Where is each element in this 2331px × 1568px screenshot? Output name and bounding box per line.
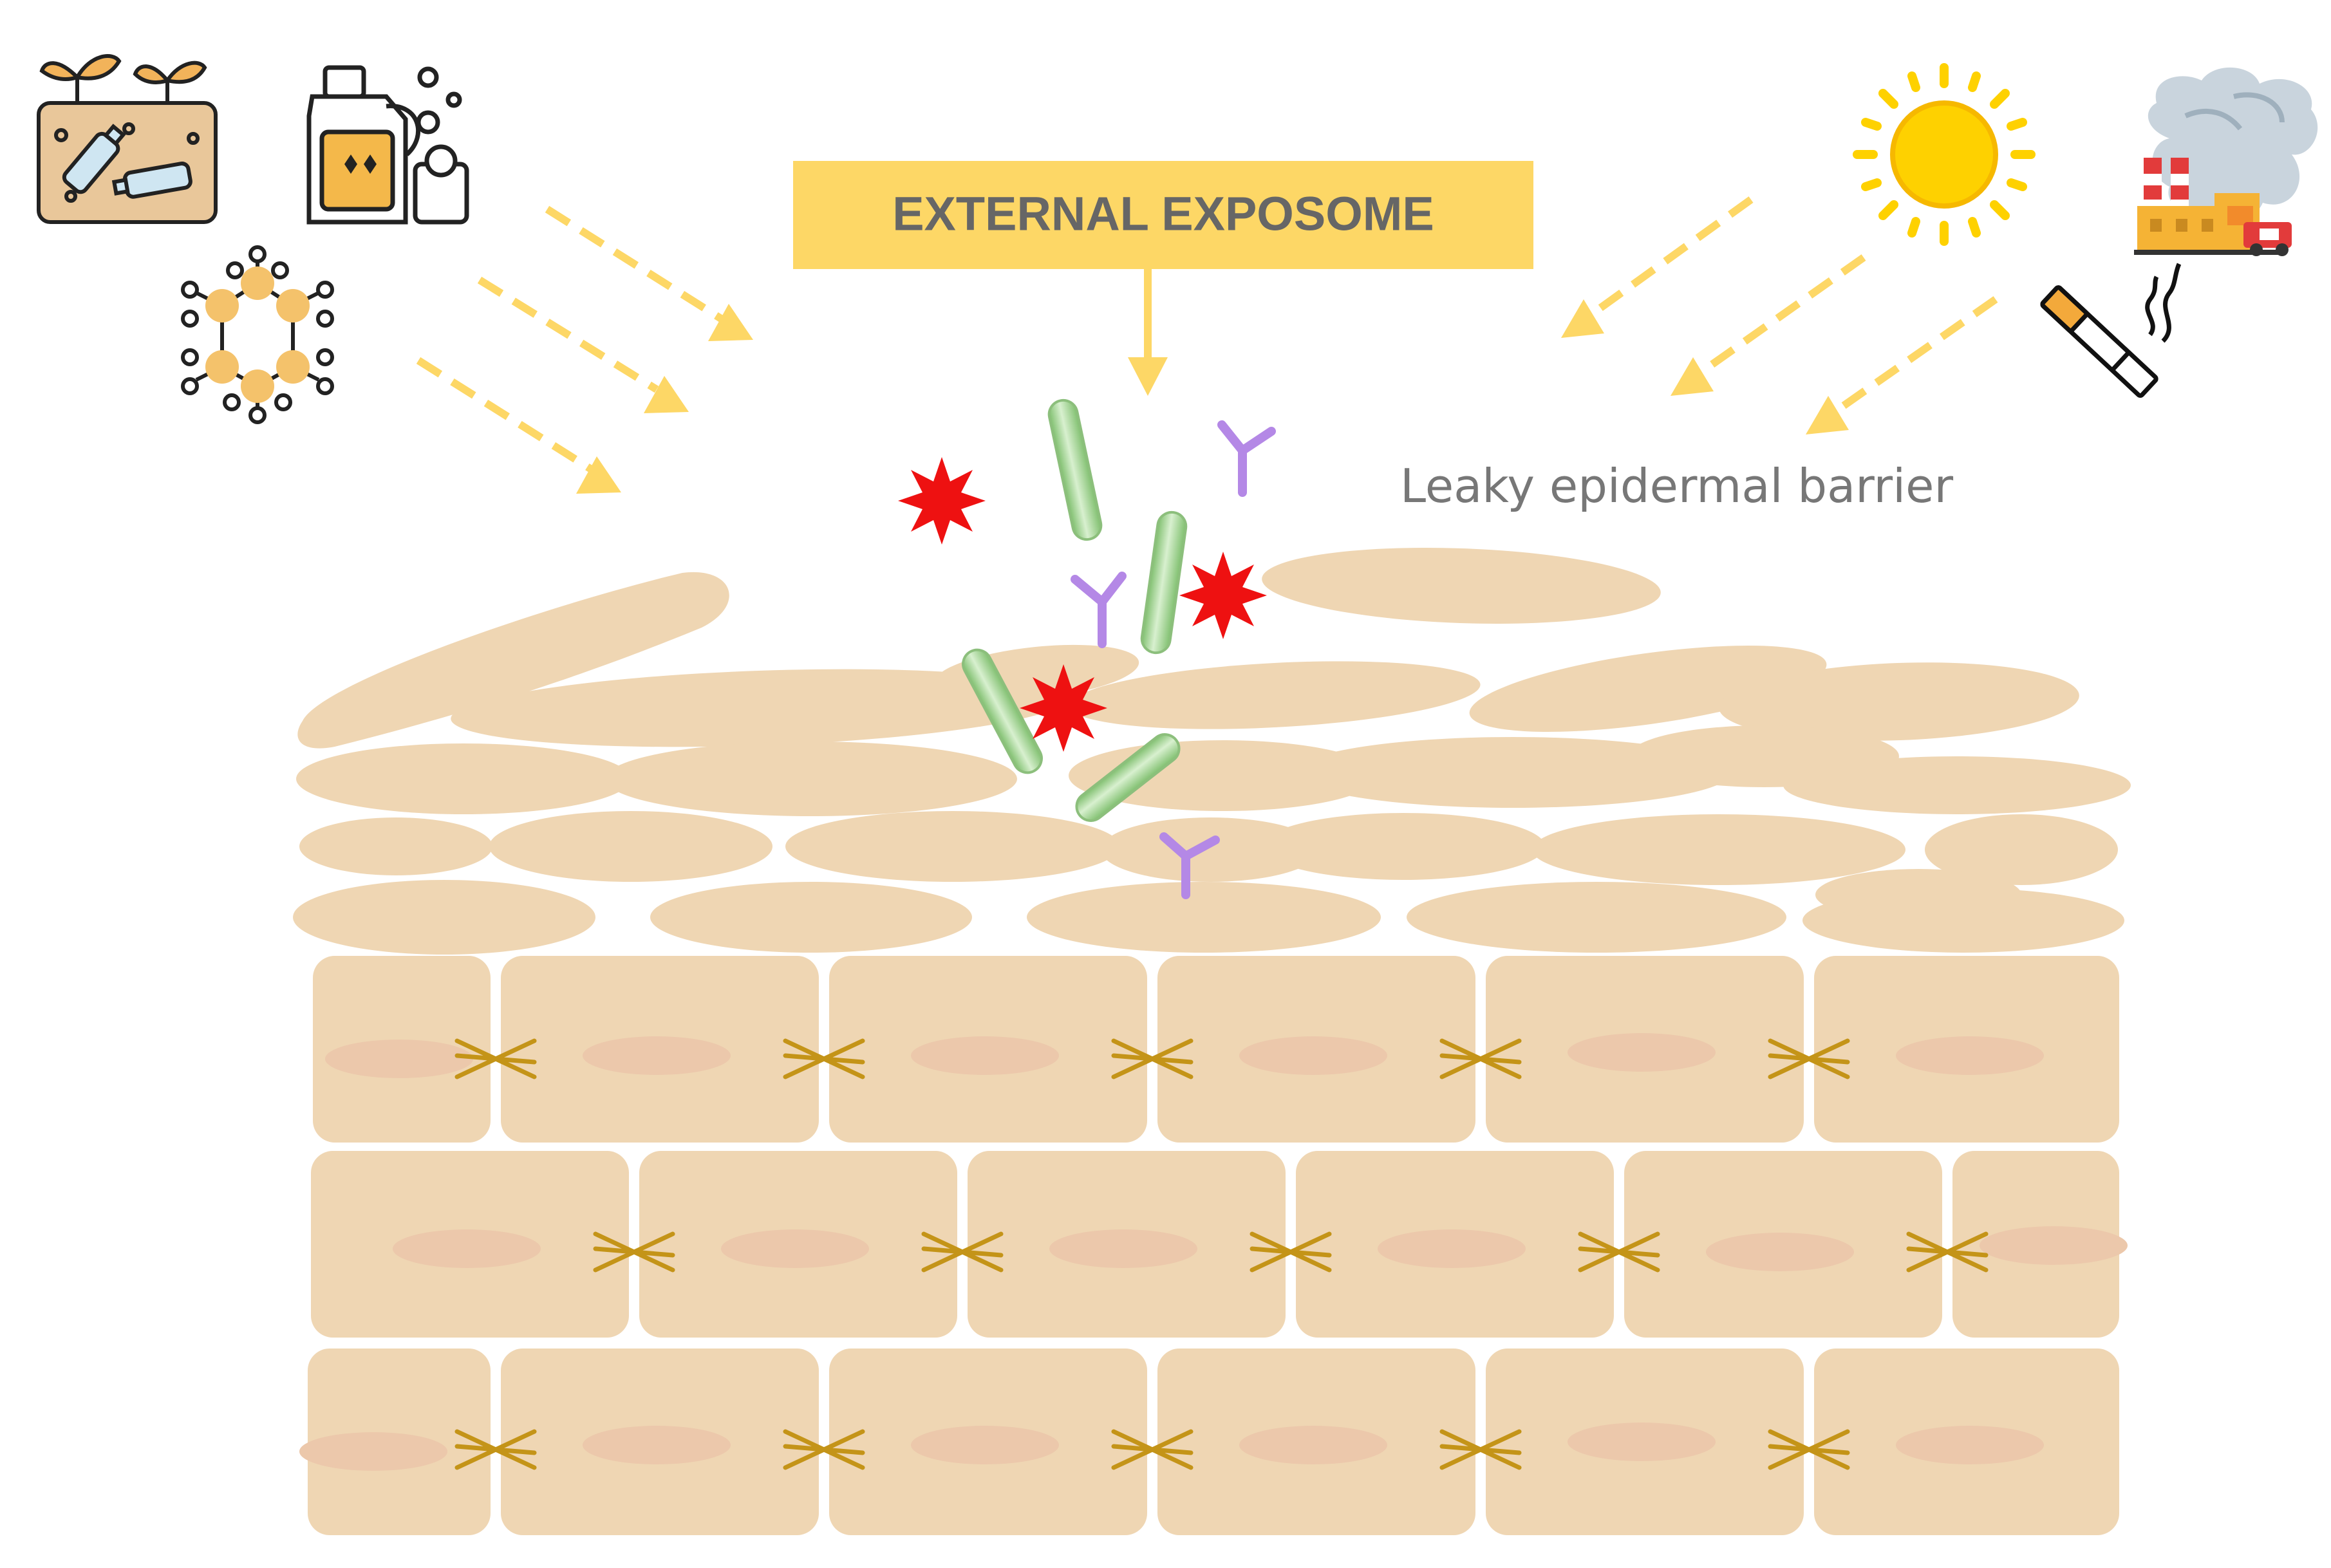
bacteria-rod-icon <box>1140 510 1188 655</box>
cell-nucleus <box>1239 1426 1387 1464</box>
desmosome-junction <box>1768 1429 1850 1470</box>
cell-nucleus <box>1568 1033 1716 1072</box>
cell-nucleus <box>1239 1036 1387 1075</box>
cell-nucleus <box>393 1229 541 1268</box>
sun-icon <box>1853 63 2036 246</box>
banner-title: EXTERNAL EXPOSOME <box>892 187 1434 241</box>
cell-nucleus <box>1568 1423 1716 1461</box>
desmosome-junction <box>1439 1429 1522 1470</box>
cell-nucleus <box>583 1426 731 1464</box>
cell-nucleus <box>1378 1229 1526 1268</box>
allergen-group <box>898 457 1267 752</box>
cell-nucleus <box>911 1426 1059 1464</box>
allergen-star-icon <box>1020 664 1107 752</box>
desmosome-junction <box>783 1038 865 1079</box>
antibody-icon <box>1071 572 1127 648</box>
desmosome-junction <box>783 1429 865 1470</box>
cell-nucleus <box>583 1036 731 1075</box>
cell-nucleus <box>325 1040 473 1078</box>
cell-nucleus <box>1896 1036 2044 1075</box>
allergen-star-icon <box>1179 552 1267 639</box>
bacteria-rod-icon <box>962 648 1043 774</box>
keratinocyte-layer <box>299 956 2128 1535</box>
bacteria-rod-icon <box>1047 398 1103 541</box>
antibody-group <box>1071 420 1276 899</box>
barrier-annotation: Leaky epidermal barrier <box>1400 459 1953 513</box>
soil-microplastics-icon <box>37 54 218 224</box>
desmosome-junction <box>1250 1231 1332 1273</box>
allergen-star-icon <box>898 457 986 545</box>
factory-pollution-icon <box>2134 67 2318 256</box>
cell-nucleus <box>911 1036 1059 1075</box>
antibody-icon <box>1159 832 1220 899</box>
left-exposure-arrows <box>416 205 724 474</box>
detergent-bottle-icon <box>306 65 469 225</box>
cigarette-icon <box>2040 263 2182 398</box>
bacteria-rod-icon <box>1075 733 1181 822</box>
desmosome-junction <box>454 1429 537 1470</box>
molecule-icon <box>181 245 334 424</box>
desmosome-junction <box>1906 1231 1989 1273</box>
desmosome-junction <box>1768 1038 1850 1079</box>
bacteria-group <box>962 398 1188 822</box>
cell-nucleus <box>1980 1226 2128 1265</box>
cell-nucleus <box>299 1432 447 1471</box>
cell-nucleus <box>1896 1426 2044 1464</box>
cell-nucleus <box>1706 1233 1854 1271</box>
desmosome-junction <box>921 1231 1004 1273</box>
antibody-icon <box>1217 420 1276 497</box>
desmosome-junction <box>1111 1038 1194 1079</box>
desmosome-junction <box>1578 1231 1660 1273</box>
desmosome-junction <box>454 1038 537 1079</box>
desmosome-junction <box>593 1231 675 1273</box>
exposome-banner: EXTERNAL EXPOSOME <box>793 161 1533 396</box>
desmosome-junction <box>1439 1038 1522 1079</box>
desmosome-junction <box>1111 1429 1194 1470</box>
cell-nucleus <box>1049 1229 1197 1268</box>
cell-nucleus <box>721 1229 869 1268</box>
stratum-corneum <box>293 548 2131 955</box>
right-exposure-arrows <box>1587 196 1998 415</box>
